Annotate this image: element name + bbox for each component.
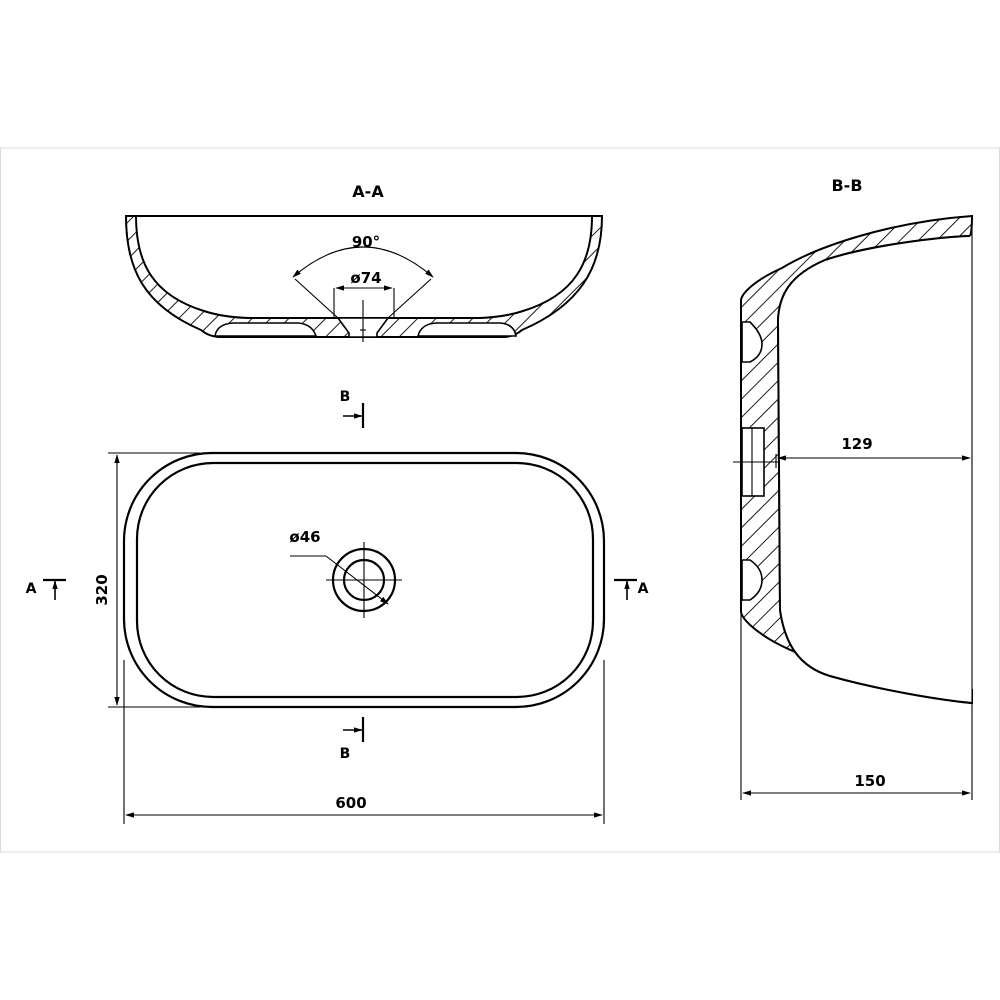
- depth-plan-label: 320: [93, 574, 111, 605]
- section-aa-title: A-A: [352, 182, 384, 201]
- section-aa-foot-right: [416, 322, 517, 337]
- section-aa: A-A 90° ø74: [124, 182, 604, 342]
- section-bb-cavity: [778, 236, 972, 703]
- section-bb-recess-bottom: [741, 559, 763, 601]
- inner-height-label: 129: [841, 435, 872, 453]
- cut-b-top-label: B: [340, 389, 351, 405]
- width-label: 600: [335, 794, 366, 812]
- drain-dia-label: ø46: [289, 528, 320, 546]
- section-bb-title: B-B: [831, 176, 862, 195]
- section-aa-foot-left: [214, 322, 318, 337]
- plan-view: ø46 320 600 B B A A: [26, 389, 649, 824]
- angle-label: 90°: [352, 233, 380, 251]
- basin-outer-outline: [122, 451, 606, 709]
- cut-b-bottom-label: B: [340, 746, 351, 762]
- cut-a-right-label: A: [638, 581, 649, 597]
- height-label: 150: [854, 772, 885, 790]
- drain-outer-dia-label: ø74: [350, 269, 381, 287]
- section-aa-cavity: [134, 215, 594, 319]
- basin-inner-outline: [135, 461, 595, 699]
- cut-a-left-label: A: [26, 581, 37, 597]
- section-bb: B-B 129 150: [733, 176, 974, 800]
- section-bb-recess-top: [741, 321, 763, 363]
